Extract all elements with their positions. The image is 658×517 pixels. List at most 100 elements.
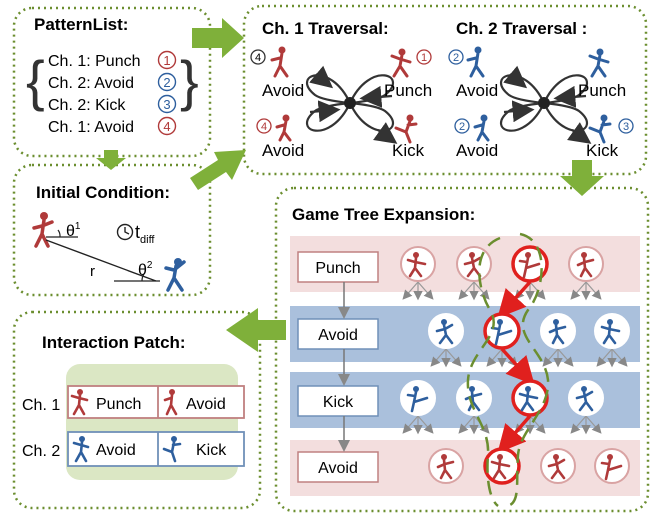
- tree-branch-edge: [458, 415, 475, 434]
- game-tree-row-label-box-2: [297, 318, 379, 350]
- game-tree-row-label: Avoid: [318, 327, 358, 344]
- ch1-patch-cell: Avoid: [186, 396, 226, 413]
- arrow-to-traversal-top: [192, 18, 244, 58]
- svg-text:Kick: Kick: [392, 141, 425, 160]
- tree-branch-edge: [585, 415, 602, 434]
- arrow-to-traversal-bottom: [190, 150, 246, 190]
- svg-text:Avoid: Avoid: [456, 141, 498, 160]
- pattern-item-2: Ch. 2: Avoid 2: [48, 72, 177, 92]
- svg-text:2: 2: [459, 121, 465, 133]
- right-brace: }: [180, 49, 199, 112]
- ch2-bottom-left-node: 2 Avoid: [454, 114, 498, 160]
- tree-node: [568, 380, 604, 416]
- highlight-path-edge: [497, 280, 532, 319]
- tree-node: [483, 312, 521, 350]
- pattern-item-label: Ch. 1: Punch: [48, 53, 141, 70]
- tree-branch-edge: [417, 281, 434, 300]
- red-punch-icon: [390, 48, 412, 78]
- tree-node: [511, 379, 549, 417]
- ch1-patch-cell: Punch: [96, 396, 141, 413]
- tree-node: [428, 448, 464, 484]
- tree-branch-edge: [570, 281, 587, 300]
- svg-text:Avoid: Avoid: [262, 81, 304, 100]
- ch2-top-right-node: Punch: [578, 48, 626, 100]
- theta2-arc: [141, 273, 145, 282]
- game-tree-row-label: Punch: [315, 260, 360, 277]
- arrow-to-interaction-patch: [226, 308, 286, 352]
- ch1-row-label: Ch. 1: [22, 397, 60, 414]
- tree-branch-edge: [458, 281, 475, 300]
- pattern-item-label: Ch. 1: Avoid: [48, 119, 134, 136]
- blue-avoid-icon: [466, 46, 485, 78]
- t-diff-label: tdiff: [135, 222, 155, 246]
- red-avoid-icon: [163, 389, 178, 416]
- traversal-panel: [242, 4, 648, 176]
- tree-node: [594, 313, 630, 349]
- game-tree-row-label: Avoid: [318, 460, 358, 477]
- theta1-arc: [57, 229, 61, 238]
- selected-branch-outline-left: [466, 236, 501, 507]
- svg-text:3: 3: [623, 121, 629, 133]
- svg-text:3: 3: [163, 97, 170, 112]
- highlight-path-edge: [497, 414, 532, 454]
- svg-text:Avoid: Avoid: [456, 81, 498, 100]
- tree-node: [428, 313, 464, 349]
- arrow-down-pattern: [96, 150, 126, 170]
- svg-text:Punch: Punch: [384, 81, 432, 100]
- highlight-path-edge: [500, 347, 535, 386]
- blue-punch-icon: [588, 48, 610, 78]
- tree-branch-edge: [585, 281, 602, 300]
- pattern-item-1: Ch. 1: Punch 1: [48, 50, 177, 70]
- tree-node: [456, 246, 492, 282]
- svg-text:4: 4: [261, 121, 267, 133]
- ch1-top-left-node: 4 Avoid: [250, 46, 304, 100]
- svg-text:4: 4: [255, 52, 261, 64]
- blue-kick-icon: [162, 436, 182, 463]
- tree-node: [456, 380, 492, 416]
- ch1-top-right-node: 1 Punch: [384, 48, 432, 100]
- ch2-patch-row: [67, 431, 245, 467]
- pattern-list-title: PatternList:: [34, 15, 128, 34]
- blue-avoid-icon: [473, 114, 490, 142]
- tree-branch-edge: [570, 415, 587, 434]
- tree-branch-edge: [473, 281, 490, 300]
- ch2-traversal-title: Ch. 2 Traversal :: [456, 19, 587, 38]
- svg-text:Punch: Punch: [578, 81, 626, 100]
- tree-node: [400, 246, 436, 282]
- ch1-traversal-title: Ch. 1 Traversal:: [262, 19, 389, 38]
- tree-node: [400, 380, 436, 416]
- tree-node: [540, 313, 576, 349]
- game-tree-edges: [402, 281, 628, 435]
- ch2-patch-cell: Avoid: [96, 442, 136, 459]
- svg-text:4: 4: [163, 119, 170, 134]
- interaction-patch-panel: [12, 310, 262, 510]
- pattern-item-4: Ch. 1: Avoid 4: [48, 116, 177, 136]
- svg-text:2: 2: [453, 52, 459, 64]
- game-tree-highlight-path: [497, 280, 535, 454]
- red-avoid-icon: [275, 114, 292, 142]
- tree-branch-edge: [486, 348, 503, 367]
- red-punch-icon: [70, 389, 89, 416]
- game-tree-row-label: Kick: [323, 394, 354, 411]
- pattern-item-3: Ch. 2: Kick 3: [48, 94, 177, 114]
- tree-node: [483, 447, 521, 485]
- svg-text:1: 1: [163, 53, 170, 68]
- tree-node: [511, 245, 549, 283]
- tree-branch-edge: [557, 348, 574, 367]
- tree-branch-edge: [542, 348, 559, 367]
- tree-node: [594, 448, 630, 484]
- red-avoid-icon: [270, 46, 289, 78]
- game-tree-row-label-box-4: [297, 451, 379, 483]
- tree-branch-edge: [611, 348, 628, 367]
- tree-node: [540, 448, 576, 484]
- ch2-patch-cell: Kick: [196, 442, 227, 459]
- r-label: r: [90, 263, 95, 280]
- ch2-top-left-node: 2 Avoid: [448, 46, 498, 100]
- theta2-label: θ2: [138, 260, 153, 279]
- ch1-bottom-left-node: 4 Avoid: [256, 114, 304, 160]
- ch2-traversal-graph: [500, 65, 592, 144]
- theta1-label: θ1: [66, 221, 81, 240]
- left-brace: {: [26, 49, 45, 112]
- game-tree-nodes: [400, 245, 630, 485]
